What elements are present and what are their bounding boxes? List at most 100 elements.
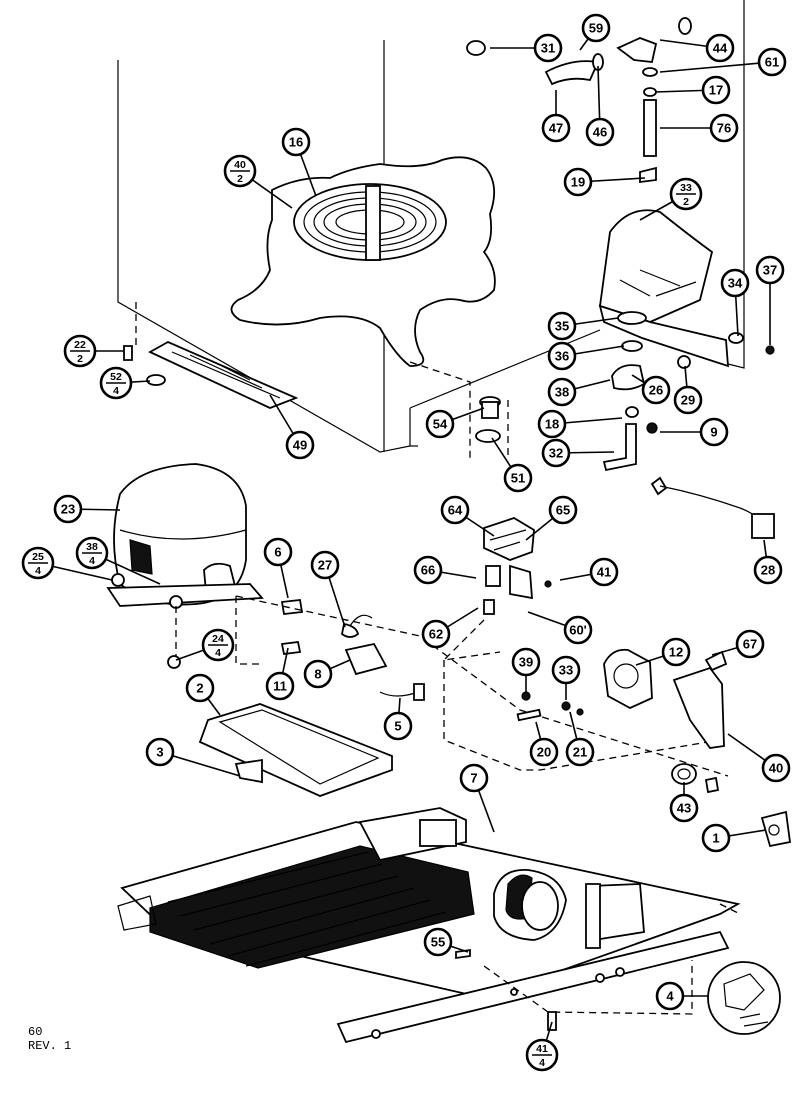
callout-circle bbox=[383, 711, 413, 741]
callout-circle bbox=[511, 647, 541, 677]
callout-c40: 40 bbox=[761, 753, 791, 783]
callout-circle bbox=[533, 33, 563, 63]
callout-c20: 20 bbox=[529, 737, 559, 767]
callout-circle bbox=[757, 47, 787, 77]
callout-number: 40 bbox=[769, 761, 783, 776]
callout-number: 5 bbox=[394, 719, 401, 734]
fraction-callout-f24_4: 244 bbox=[201, 628, 235, 662]
callout-number: 4 bbox=[666, 989, 674, 1004]
callout-number: 6 bbox=[274, 545, 281, 560]
callout-c38: 38 bbox=[547, 377, 577, 407]
quantity: 4 bbox=[215, 647, 221, 659]
callout-circle bbox=[263, 537, 293, 567]
callout-number: 44 bbox=[713, 41, 728, 56]
callout-c17: 17 bbox=[701, 75, 731, 105]
callout-c21: 21 bbox=[565, 737, 595, 767]
fraction-callout-f40_2: 402 bbox=[223, 154, 257, 188]
callout-c39: 39 bbox=[511, 647, 541, 677]
callout-circle bbox=[701, 75, 731, 105]
callout-circle bbox=[503, 463, 533, 493]
callout-c3: 3 bbox=[145, 737, 175, 767]
detail-view bbox=[707, 961, 781, 1035]
callout-circle bbox=[709, 113, 739, 143]
defrost-timer bbox=[671, 763, 720, 794]
callout-c37: 37 bbox=[755, 255, 785, 285]
callout-c16: 16 bbox=[281, 127, 311, 157]
cabinet-outline bbox=[117, 0, 745, 453]
callout-circle bbox=[413, 555, 443, 585]
callout-number: 43 bbox=[677, 801, 691, 816]
fraction-callout-f25_4: 254 bbox=[21, 546, 55, 580]
callout-number: 18 bbox=[545, 417, 559, 432]
callout-number: 46 bbox=[593, 125, 607, 140]
callout-c23: 23 bbox=[53, 494, 83, 524]
drain-trough bbox=[598, 209, 775, 472]
callout-c41: 41 bbox=[589, 557, 619, 587]
callout-c12: 12 bbox=[661, 637, 691, 667]
callout-number: 17 bbox=[709, 83, 723, 98]
fraction-callout-f52_4: 524 bbox=[99, 366, 133, 400]
callout-c18: 18 bbox=[537, 409, 567, 439]
callout-circle bbox=[701, 823, 731, 853]
callout-circle bbox=[541, 438, 571, 468]
callout-c11: 11 bbox=[265, 671, 295, 701]
callout-c54: 54 bbox=[425, 409, 455, 439]
callout-c8: 8 bbox=[303, 659, 333, 689]
callout-number: 26 bbox=[649, 383, 663, 398]
revision-label: REV. 1 bbox=[28, 1039, 72, 1053]
callout-c36: 36 bbox=[547, 341, 577, 371]
callout-number: 3 bbox=[156, 745, 163, 760]
callout-number: 1 bbox=[712, 831, 719, 846]
callout-number: 11 bbox=[273, 679, 287, 694]
callout-number: 28 bbox=[761, 563, 775, 578]
fraction-callout-f22_2: 222 bbox=[63, 334, 97, 368]
quantity: 4 bbox=[113, 385, 119, 397]
terminal-block bbox=[760, 810, 792, 848]
leader-c61 bbox=[659, 61, 773, 73]
callout-circle bbox=[547, 341, 577, 371]
quantity: 2 bbox=[237, 173, 243, 185]
callout-circle bbox=[529, 737, 559, 767]
callout-number: 61 bbox=[765, 55, 779, 70]
callout-circle bbox=[547, 377, 577, 407]
callout-c26: 26 bbox=[641, 375, 671, 405]
callout-circle bbox=[720, 268, 750, 298]
callout-c65: 65 bbox=[548, 495, 578, 525]
callout-circle bbox=[548, 495, 578, 525]
quantity: 2 bbox=[683, 196, 689, 208]
drain-grommet bbox=[475, 396, 501, 443]
condenser-base bbox=[117, 807, 741, 1044]
callout-c2: 2 bbox=[185, 673, 215, 703]
callout-c66: 66 bbox=[413, 555, 443, 585]
callout-number: 67 bbox=[743, 637, 757, 652]
callout-circle bbox=[661, 637, 691, 667]
callout-number: 7 bbox=[470, 771, 477, 786]
callout-c49: 49 bbox=[285, 430, 315, 460]
part-number: 25 bbox=[32, 551, 44, 563]
quantity: 4 bbox=[539, 1057, 545, 1069]
callout-c5: 5 bbox=[383, 711, 413, 741]
callout-number: 19 bbox=[571, 175, 585, 190]
callout-c76: 76 bbox=[709, 113, 739, 143]
callout-circle bbox=[581, 13, 611, 43]
callout-number: 21 bbox=[573, 745, 587, 760]
callout-circle bbox=[541, 113, 571, 143]
callout-c47: 47 bbox=[541, 113, 571, 143]
callout-number: 47 bbox=[549, 121, 563, 136]
callout-c61: 61 bbox=[757, 47, 787, 77]
part-number: 22 bbox=[74, 339, 86, 351]
callout-c64: 64 bbox=[440, 495, 470, 525]
callout-number: 9 bbox=[710, 425, 717, 440]
callout-circle bbox=[440, 495, 470, 525]
callout-c34: 34 bbox=[720, 268, 750, 298]
callout-circle bbox=[459, 763, 489, 793]
callout-number: 38 bbox=[555, 385, 569, 400]
callout-c55: 55 bbox=[423, 927, 453, 957]
callout-number: 59 bbox=[589, 21, 603, 36]
callout-number: 29 bbox=[681, 393, 695, 408]
callout-number: 62 bbox=[429, 627, 443, 642]
callout-c29: 29 bbox=[673, 385, 703, 415]
callout-circle bbox=[53, 494, 83, 524]
callout-circle bbox=[145, 737, 175, 767]
